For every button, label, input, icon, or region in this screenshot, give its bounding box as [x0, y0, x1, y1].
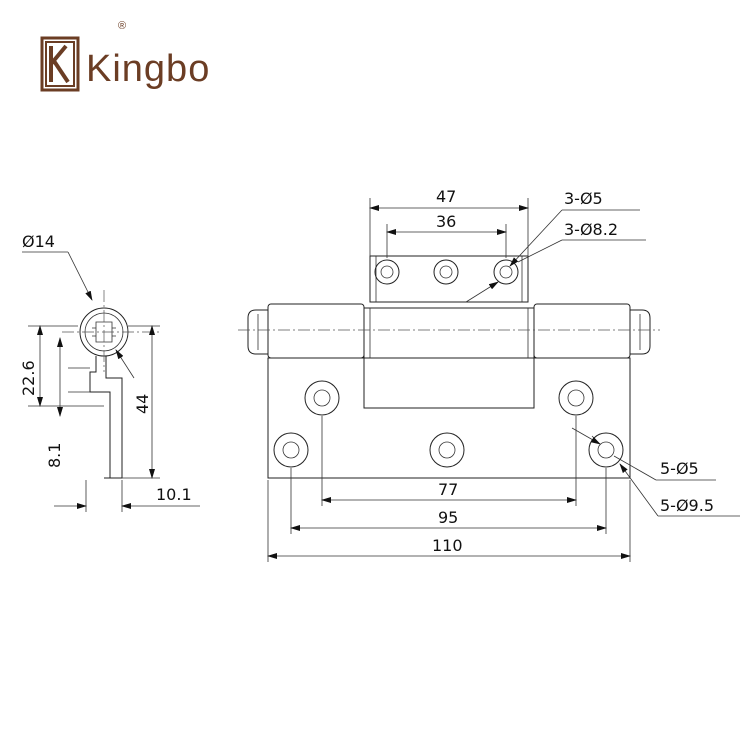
barrel-middle: [363, 307, 535, 359]
front-view: 47 36 3-Ø5 3-Ø8.2 5-Ø5 5-Ø9.5 77 95: [238, 187, 740, 562]
span-77-label: 77: [438, 480, 458, 499]
side-leaf-profile: [89, 356, 123, 479]
bottom-hole-label: 5-Ø5: [660, 459, 699, 478]
side-bottom-label: 8.1: [45, 443, 64, 468]
left-end-cap: [247, 309, 268, 355]
top-leaf: [369, 255, 529, 303]
right-end-cap: [630, 309, 651, 355]
top-inner-label: 36: [436, 212, 456, 231]
bottom-leaf: [267, 357, 631, 479]
span-95-label: 95: [438, 508, 458, 527]
brand-name: Kingbo: [86, 48, 211, 90]
bottom-counterbore-label: 5-Ø9.5: [660, 496, 714, 515]
brand-logo: Kingbo ®: [40, 20, 211, 92]
side-height-22-label: 22.6: [19, 360, 38, 396]
registered-mark: ®: [118, 20, 127, 32]
bottom-hole: [429, 432, 465, 468]
top-hole: [433, 259, 459, 285]
barrel-left: [267, 303, 365, 359]
side-view: Ø14 44 22.6 8.1 10.1: [19, 232, 200, 512]
bottom-hole: [273, 432, 309, 468]
side-diameter-label: Ø14: [22, 232, 55, 251]
span-110-label: 110: [432, 536, 463, 555]
bottom-hole: [304, 380, 340, 416]
kingbo-logo-icon: [40, 36, 80, 92]
top-hole: [493, 259, 519, 285]
barrel-right: [533, 303, 631, 359]
top-outer-label: 47: [436, 187, 456, 206]
bottom-hole: [588, 432, 624, 468]
bottom-hole: [558, 380, 594, 416]
top-counterbore-label: 3-Ø8.2: [564, 220, 618, 239]
top-hole-label: 3-Ø5: [564, 189, 603, 208]
side-height-44-label: 44: [133, 394, 152, 414]
side-width-label: 10.1: [156, 485, 192, 504]
top-hole: [374, 259, 400, 285]
